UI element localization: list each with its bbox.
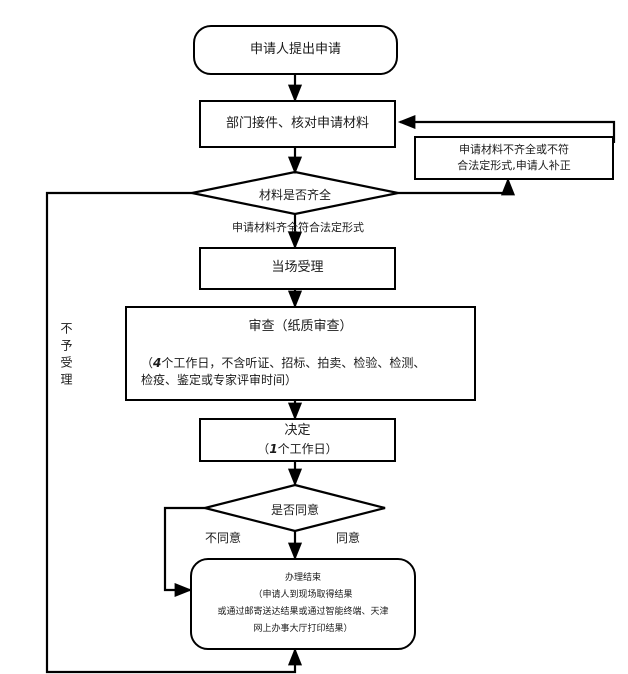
node-decide-days: 1	[269, 441, 278, 456]
node-review-detail-prefix: （	[141, 355, 154, 370]
node-start-label: 申请人提出申请	[249, 41, 341, 57]
node-review: 审查（纸质审查） （4个工作日，不含听证、招标、拍卖、检验、检测、 检疫、鉴定或…	[125, 306, 476, 401]
node-review-detail-text-1: 个工作日，不含听证、招标、拍卖、检验、检测、	[161, 355, 426, 370]
node-correction-line-2: 合法定形式,申请人补正	[457, 159, 571, 172]
edge-label-disagree: 不同意	[205, 531, 242, 545]
node-decide-detail-prefix: （	[257, 441, 270, 456]
node-decide-detail: （1个工作日）	[257, 441, 337, 458]
node-correction: 申请材料不齐全或不符 合法定形式,申请人补正	[414, 136, 614, 180]
node-start: 申请人提出申请	[193, 25, 398, 75]
node-finish: 办理结束 （申请人到现场取得结果 或通过邮寄送达结果或通过智能终端、天津 网上办…	[190, 558, 416, 650]
node-review-days: 4	[153, 355, 162, 370]
node-finish-line-1: 办理结束	[284, 572, 321, 583]
edge-label-agree: 同意	[336, 531, 361, 545]
node-decision-materials-label: 材料是否齐全	[258, 188, 331, 202]
node-review-title: 审查（纸质审查）	[248, 319, 353, 334]
node-correction-line-1: 申请材料不齐全或不符	[459, 143, 569, 157]
node-accept-label: 当场受理	[271, 260, 324, 276]
edge-disagree-to-finish	[163, 506, 205, 598]
node-decide: 决定 （1个工作日）	[199, 418, 396, 462]
node-review-detail-line-2: 检疫、鉴定或专家评审时间）	[141, 373, 298, 388]
node-finish-line-3: 或通过邮寄送达结果或通过智能终端、天津	[217, 607, 389, 617]
edge-correction-to-intake	[397, 114, 616, 143]
node-decision-agree-label: 是否同意	[270, 503, 319, 517]
edge-decision-to-correction	[398, 177, 516, 196]
edge-label-materials-complete: 申请材料齐全符合法定形式	[232, 221, 364, 234]
node-finish-line-2: （申请人到现场取得结果	[253, 589, 353, 600]
node-accept: 当场受理	[199, 247, 396, 290]
node-review-detail-line-1: （4个工作日，不含听证、招标、拍卖、检验、检测、	[127, 355, 425, 372]
node-finish-line-4: 网上办事大厅打印结果）	[253, 624, 353, 635]
node-decide-detail-suffix: 个工作日）	[277, 441, 338, 456]
node-intake-label: 部门接件、核对申请材料	[225, 115, 369, 131]
node-decide-title: 决定	[284, 422, 311, 438]
edge-not-accepted	[45, 191, 303, 674]
node-intake: 部门接件、核对申请材料	[199, 100, 396, 148]
edge-label-not-accepted: 不予受理	[59, 322, 73, 390]
